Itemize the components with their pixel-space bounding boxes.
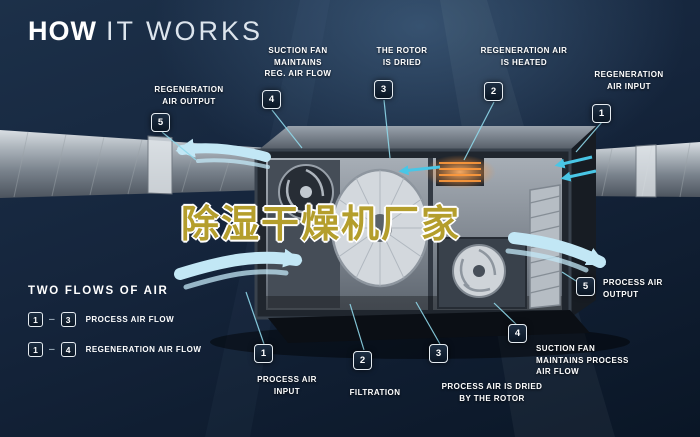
callout-badge-4-suction-fan-process: 4 [508,324,527,343]
legend-heading: TWO FLOWS OF AIR [28,285,169,297]
callout-badge-5-process-air-output: 5 [576,277,595,296]
callout-label-regeneration-air-input: REGENERATION AIR INPUT [594,70,664,91]
callout-badge-5-regeneration-air-output: 5 [151,113,170,132]
legend-label-process-air-flow: PROCESS AIR FLOW [85,315,175,324]
callout-label-process-air-output: PROCESS AIR OUTPUT [603,278,663,299]
duct-left [0,130,268,198]
callout-label-suction-fan-process: SUCTION FAN MAINTAINS PROCESS AIR FLOW [536,344,629,377]
legend-row-regeneration-air: 1 – 4 REGENERATION AIR FLOW [28,342,201,357]
title-secondary: IT WORKS [105,16,263,46]
callout-label-filtration: FILTRATION [349,388,401,397]
airflow-process-output [505,232,606,273]
callout-label-suction-fan-reg: SUCTION FAN MAINTAINS REG. AIR FLOW [264,46,332,79]
legend-badge-to: 4 [60,342,76,357]
callout-badge-1-process-air-input: 1 [254,344,273,363]
callout-badge-2-regeneration-air-heated: 2 [484,82,503,101]
regeneration-fan [278,164,334,220]
legend-badge-from: 1 [28,342,43,357]
legend-label-regeneration-air-flow: REGENERATION AIR FLOW [85,345,202,354]
callout-badge-3-rotor-is-dried: 3 [374,80,393,99]
legend-badge-to: 3 [60,312,76,327]
legend-separator: – [49,314,55,325]
callout-badge-2-filtration: 2 [353,351,372,370]
callout-badge-3-process-air-dried: 3 [429,344,448,363]
heater [424,155,496,189]
rotor [330,168,430,288]
callout-label-regeneration-air-output: REGENERATION AIR OUTPUT [154,85,224,106]
legend: TWO FLOWS OF AIR 1 – 3 PROCESS AIR FLOW … [28,285,201,357]
process-fan [437,237,527,309]
legend-separator: – [49,344,55,355]
callout-label-regeneration-air-heated: REGENERATION AIR IS HEATED [480,46,568,67]
legend-row-process-air: 1 – 3 PROCESS AIR FLOW [28,312,201,327]
airflow-regeneration-input [398,155,597,182]
duct-right [572,142,700,198]
connector-lines [161,99,603,351]
callout-label-process-air-dried: PROCESS AIR IS DRIED BY THE ROTOR [441,382,543,403]
airflow-regeneration-output [175,138,271,169]
legend-badge-from: 1 [28,312,43,327]
callout-badge-4-suction-fan-reg: 4 [262,90,281,109]
callout-badge-1-regeneration-air-input: 1 [592,104,611,123]
callout-label-process-air-input: PROCESS AIR INPUT [257,375,317,396]
page-title: HOW IT WORKS [28,16,263,47]
watermark-text: 除湿干燥机厂家 [181,204,462,246]
callout-label-rotor-is-dried: THE ROTOR IS DRIED [376,46,428,67]
title-primary: HOW [28,16,97,46]
airflow-process-input [174,248,303,290]
